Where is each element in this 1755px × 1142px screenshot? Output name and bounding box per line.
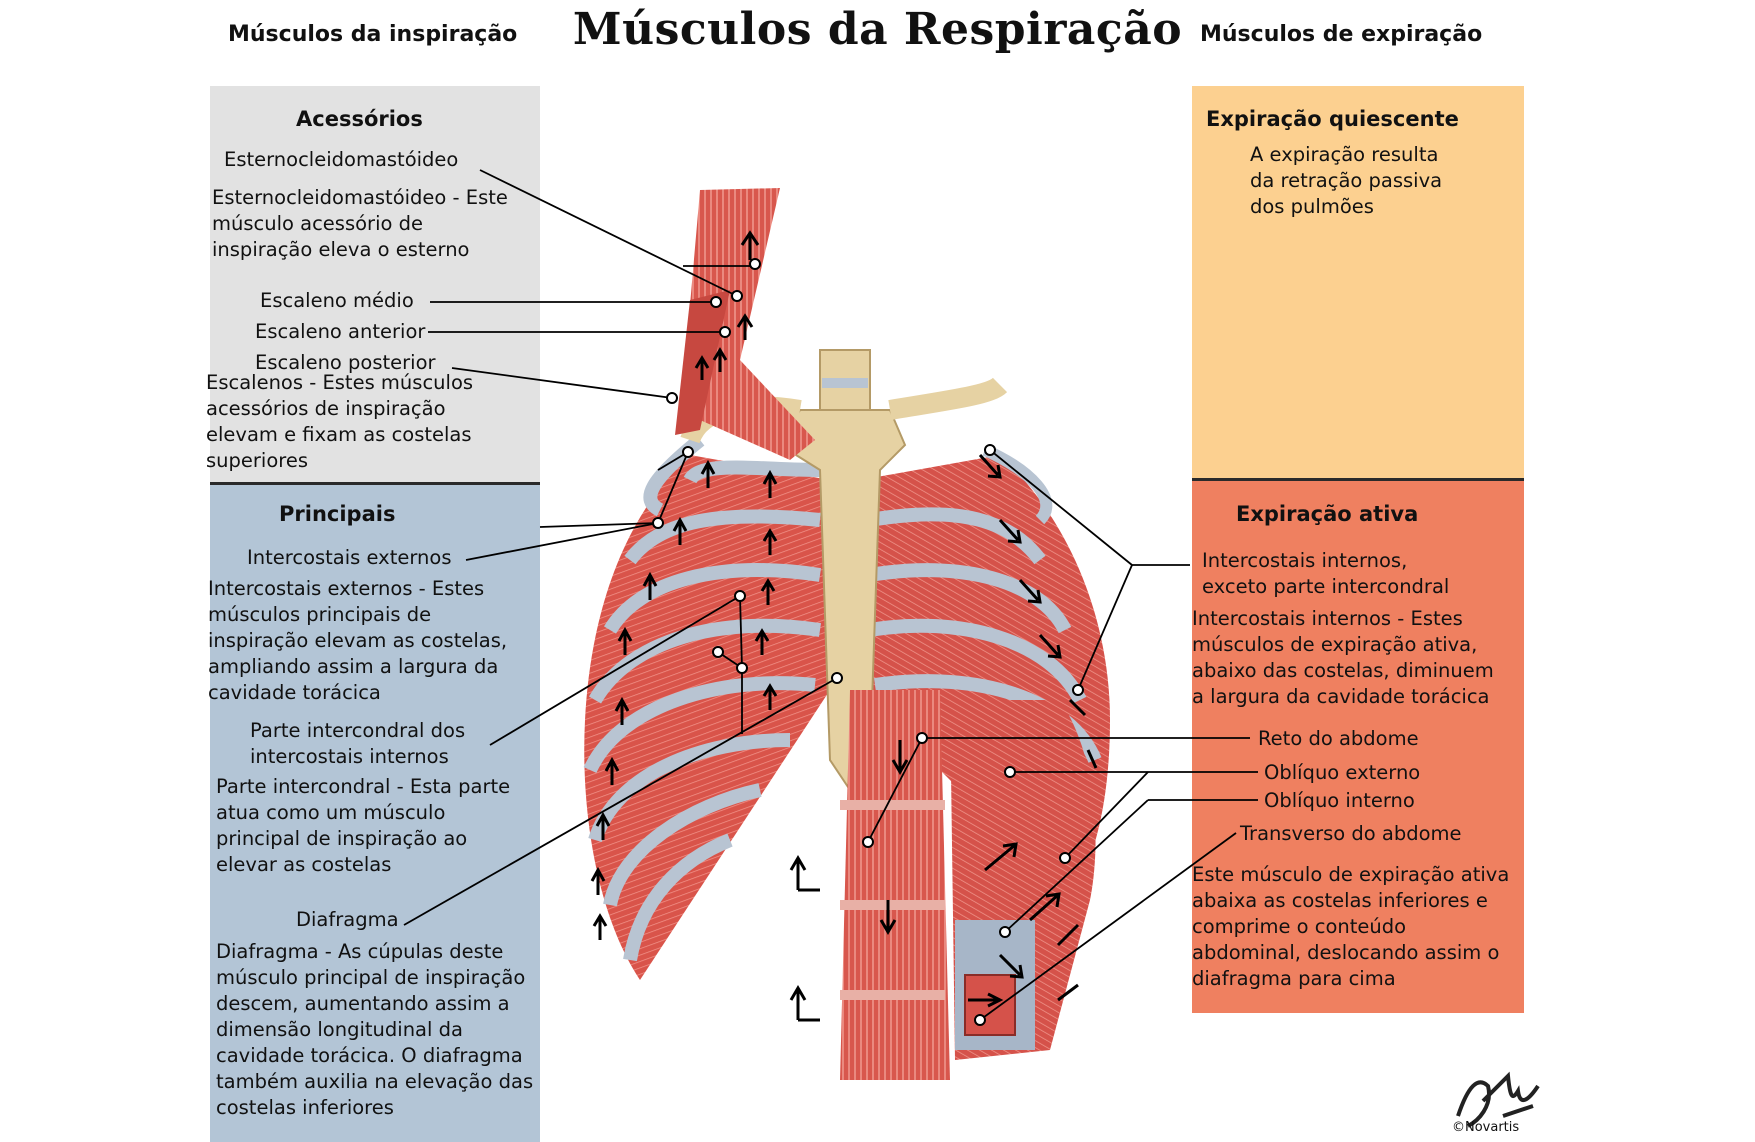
expiration-header: Músculos de expiração <box>1200 22 1483 47</box>
active-expiration-panel <box>1192 478 1524 1013</box>
scalene-anterior-label: Escaleno anterior <box>255 320 426 343</box>
intercondral-description: Parte intercondral - Esta parte atua com… <box>216 775 511 876</box>
internal-intercostals-description: Intercostais internos - Estes músculos d… <box>1192 607 1494 708</box>
transverse-abdominis-label: Transverso do abdome <box>1240 822 1462 845</box>
inspiration-header: Músculos da inspiração <box>228 22 518 47</box>
abdominal-description: Este músculo de expiração ativa abaixa a… <box>1192 863 1510 990</box>
scm-label: Esternocleidomastóideo <box>224 148 459 171</box>
accessory-heading: Acessórios <box>296 107 423 131</box>
external-intercostals-description: Intercostais externos - Estes músculos p… <box>208 577 508 704</box>
external-intercostals-label: Intercostais externos <box>247 546 452 569</box>
principal-heading: Principais <box>279 502 396 526</box>
principal-panel <box>210 482 540 1142</box>
accessory-panel <box>210 86 540 482</box>
active-expiration-heading: Expiração ativa <box>1236 502 1419 526</box>
diaphragm-description: Diafragma - As cúpulas deste músculo pri… <box>216 940 534 1119</box>
scalene-middle-label: Escaleno médio <box>260 289 414 312</box>
quiet-expiration-heading: Expiração quiescente <box>1206 107 1459 131</box>
copyright-text: ©Novartis <box>1452 1120 1520 1135</box>
external-oblique-label: Oblíquo externo <box>1264 761 1421 784</box>
scalene-description: Escalenos - Estes músculos acessórios de… <box>206 371 474 472</box>
rectus-abdominis-label: Reto do abdome <box>1258 727 1419 750</box>
leader-dots <box>652 258 1084 1026</box>
page-title: Músculos da Respiração <box>572 4 1183 55</box>
internal-oblique-label: Oblíquo interno <box>1264 789 1415 812</box>
quiet-expiration-description: A expiração resulta da retração passiva … <box>1250 143 1443 218</box>
scalene-posterior-label: Escaleno posterior <box>255 351 436 374</box>
abdominal-muscles <box>840 690 1096 1080</box>
internal-intercostals-label: Intercostais internos, exceto parte inte… <box>1202 549 1450 598</box>
netter-signature-logo <box>1456 1071 1540 1128</box>
intercondral-label: Parte intercondral dos intercostais inte… <box>250 719 466 768</box>
movement-arrows <box>590 230 1098 1022</box>
diaphragm-label: Diafragma <box>296 908 399 931</box>
quiet-expiration-panel <box>1192 86 1524 478</box>
scm-description: Esternocleidomastóideo - Este músculo ac… <box>212 186 508 261</box>
